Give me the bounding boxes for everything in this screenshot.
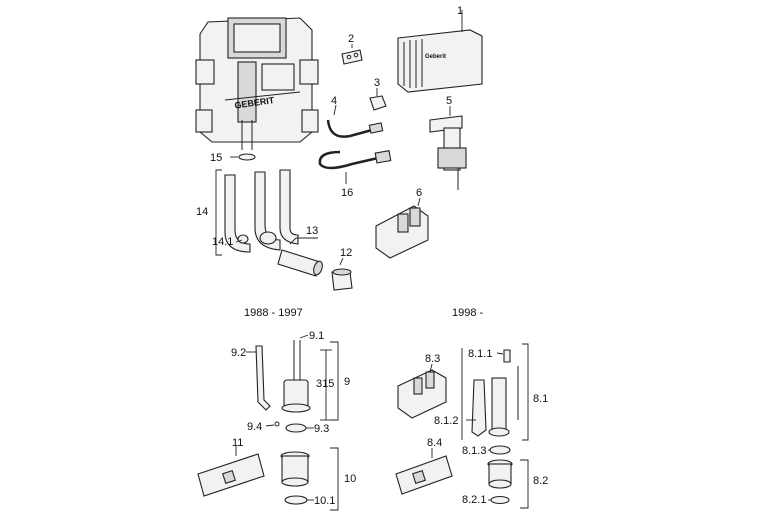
label-4: 4 [331, 95, 337, 107]
label-8-2-1: 8.2.1 [462, 494, 486, 506]
hose-16 [318, 150, 379, 170]
bracket-2 [341, 49, 363, 65]
label-12: 12 [340, 247, 352, 259]
label-9: 9 [344, 376, 350, 388]
outlet-10 [280, 451, 310, 487]
flush-pipes-14 [224, 169, 299, 253]
pipe-13 [277, 249, 321, 277]
seal-14 [259, 231, 277, 245]
ring-15 [238, 153, 256, 161]
seal-8-2-1 [490, 495, 510, 505]
actuator-block-8-3 [397, 369, 447, 419]
label-9-4: 9.4 [247, 421, 262, 433]
label-16: 16 [341, 187, 353, 199]
label-14: 14 [196, 206, 208, 218]
seal-10-1 [284, 495, 308, 505]
label-9-2: 9.2 [231, 347, 246, 359]
cistern-frame: GEBERIT [195, 17, 319, 150]
hose-4 [326, 119, 373, 138]
flush-plate-1: Geberit [397, 29, 483, 93]
fill-valve-5 [429, 115, 467, 190]
label-8-4: 8.4 [427, 437, 442, 449]
ball-9-4 [274, 421, 280, 427]
flush-valve-9 [281, 340, 311, 413]
label-8-1-3: 8.1.3 [462, 445, 486, 457]
seal-8-1-3 [489, 445, 511, 455]
label-5: 5 [446, 95, 452, 107]
label-8-2: 8.2 [533, 475, 548, 487]
label-14-1: 14.1 [212, 236, 233, 248]
period-header-right: 1998 - [452, 307, 484, 319]
label-1: 1 [457, 5, 463, 17]
label-2: 2 [348, 33, 354, 45]
label-8-1-2: 8.1.2 [434, 415, 458, 427]
label-9-3: 9.3 [314, 423, 329, 435]
label-15: 15 [210, 152, 222, 164]
label-315: 315 [316, 378, 334, 390]
clip-8-1-1 [503, 349, 511, 363]
flush-valve-8-1 [471, 366, 519, 437]
label-6: 6 [416, 187, 422, 199]
label-3: 3 [374, 77, 380, 89]
actuator-block-6 [375, 205, 429, 259]
period-header-left: 1988 - 1997 [244, 307, 303, 319]
outlet-8-2 [487, 459, 513, 489]
label-8-1-1: 8.1.1 [468, 348, 492, 360]
lever-9-2 [255, 345, 271, 411]
label-8-1: 8.1 [533, 393, 548, 405]
label-9-1: 9.1 [309, 330, 324, 342]
label-10-1: 10.1 [314, 495, 335, 507]
connector-3 [369, 95, 387, 111]
seal-9-3 [285, 423, 307, 433]
label-8-3: 8.3 [425, 353, 440, 365]
flush-plate-logo: Geberit [425, 54, 446, 60]
label-11: 11 [232, 437, 243, 449]
ring-14-1 [237, 234, 249, 244]
label-10: 10 [344, 473, 356, 485]
label-13: 13 [306, 225, 318, 237]
